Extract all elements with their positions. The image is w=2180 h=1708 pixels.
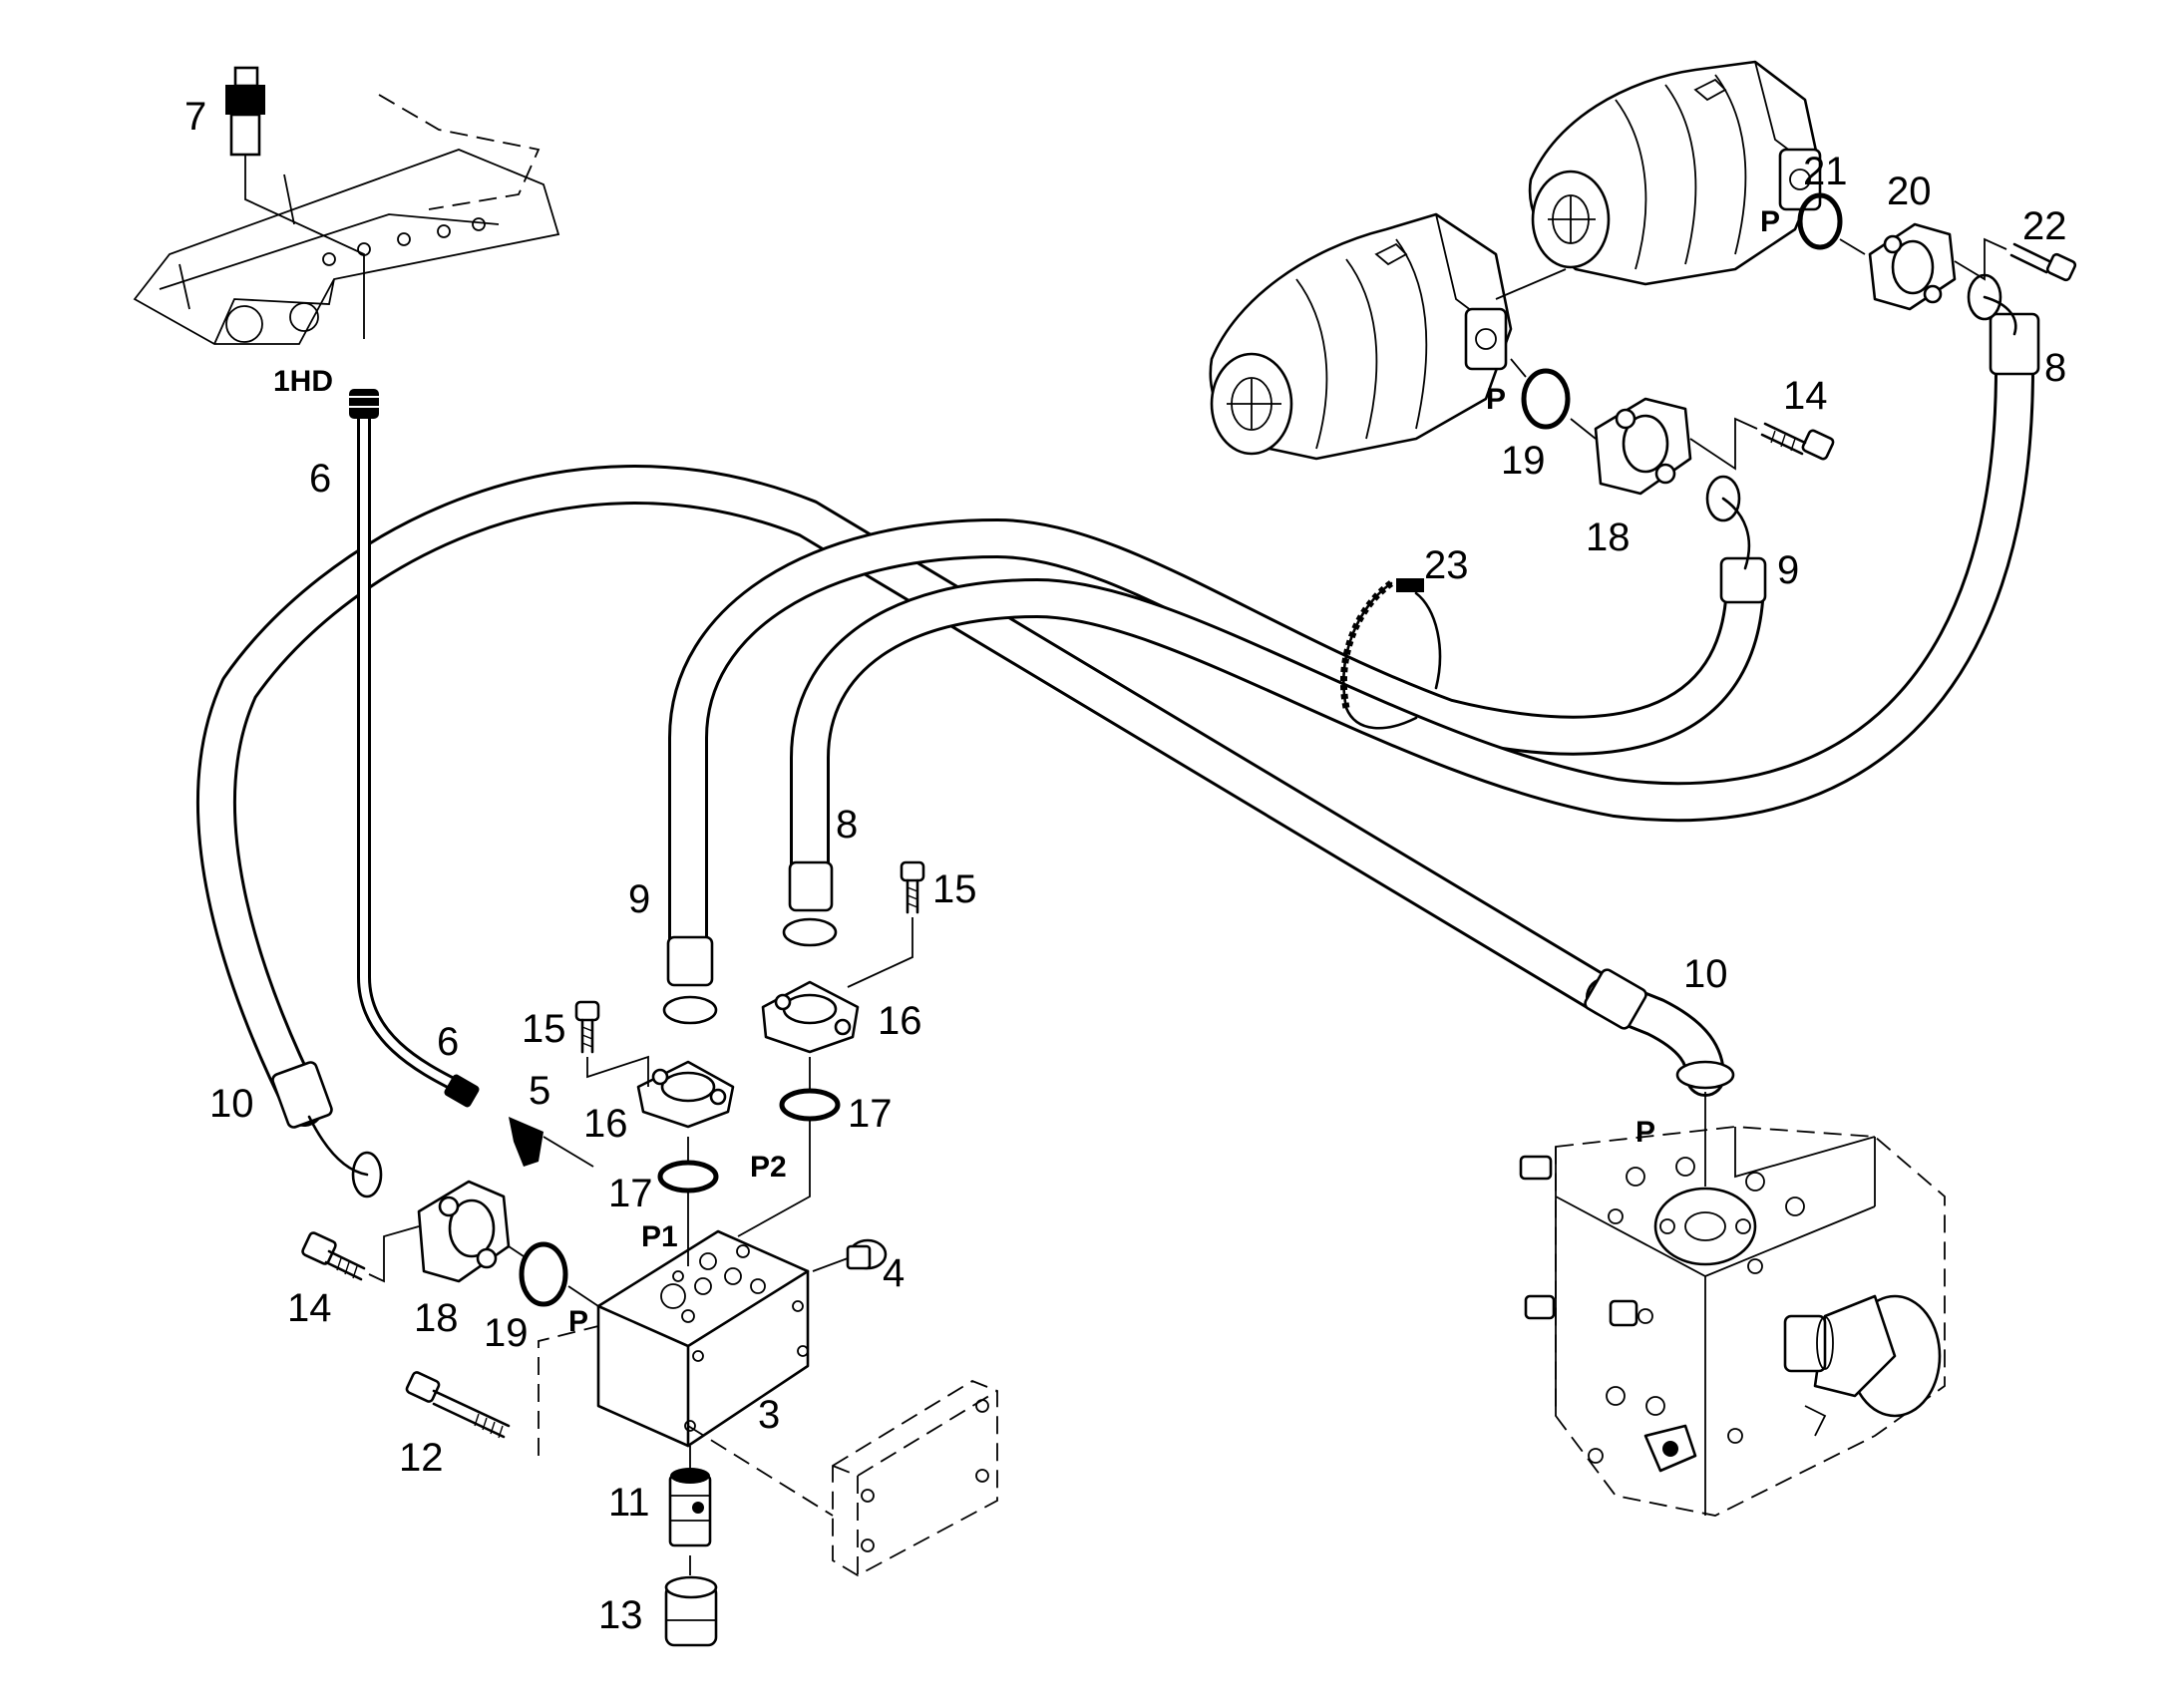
label-22: 22: [2022, 204, 2067, 248]
hose-8-lower: [790, 349, 2034, 897]
label-12: 12: [399, 1436, 444, 1480]
o-ring-17-right: [737, 1057, 841, 1237]
plug-4: [812, 1238, 888, 1272]
label-23: 23: [1424, 543, 1469, 587]
pressure-sensor-7: [225, 66, 365, 339]
part-labels: 3 4 5 6 6 7 8 8 9 9 10 10 11 12 13 14 14…: [184, 95, 2067, 1637]
label-5: 5: [529, 1069, 550, 1113]
mounting-bracket: [133, 94, 560, 345]
bolt-14-lower: [301, 1225, 420, 1283]
label-6-lower: 6: [437, 1020, 459, 1064]
hose-9-lower: [668, 518, 1765, 967]
label-10-right: 10: [1683, 952, 1728, 996]
label-14-lower: 14: [287, 1286, 332, 1330]
label-18-lower: 18: [414, 1296, 459, 1340]
label-14-upper: 14: [1783, 374, 1828, 418]
support-plate: [687, 1379, 998, 1577]
o-ring-19-lower: [508, 1241, 599, 1307]
label-4: 4: [883, 1251, 905, 1295]
label-16-right: 16: [878, 999, 922, 1043]
o-ring-19-upper: [1510, 358, 1597, 440]
flange-clamp-16-left: [636, 1060, 735, 1129]
label-18-upper: 18: [1586, 515, 1631, 559]
port-labels: 1HD P1 P2 P P P P: [273, 205, 1780, 1338]
label-9-upper: 9: [1777, 548, 1799, 592]
bolt-15-right: [847, 860, 925, 988]
label-8-lower: 8: [836, 803, 858, 847]
fitting-6-upper: [349, 389, 379, 419]
port-label-p-pump2: P: [1760, 205, 1780, 238]
label-15-right: 15: [932, 867, 977, 911]
port-label-1hd: 1HD: [273, 365, 333, 398]
pilot-line-6: [357, 397, 466, 1094]
label-9-lower: 9: [628, 877, 650, 921]
hydraulic-pump-2: [1495, 60, 1822, 300]
label-15-left: 15: [522, 1007, 566, 1051]
flange-clamp-18-lower: [417, 1180, 511, 1283]
flange-clamp-16-right: [761, 980, 860, 1054]
label-11: 11: [608, 1481, 650, 1525]
hydraulic-pump-1: [1209, 212, 1513, 461]
cartridge-valve-11: [668, 1446, 712, 1547]
bolt-15-left: [574, 1000, 649, 1087]
port-label-p-valve: P: [1635, 1116, 1655, 1149]
label-3: 3: [758, 1393, 780, 1437]
port-label-p2: P2: [750, 1151, 787, 1184]
port-label-p-block: P: [568, 1305, 588, 1338]
label-17-right: 17: [848, 1092, 893, 1136]
o-ring-17-left: [657, 1137, 719, 1266]
flange-clamp-20: [1868, 222, 1957, 311]
label-8-upper: 8: [2044, 346, 2066, 390]
fitting-6-lower: [444, 1074, 480, 1108]
manifold-block-3: [596, 1229, 810, 1448]
plug-13: [664, 1555, 718, 1647]
bolt-22: [1954, 237, 2077, 282]
label-6-upper: 6: [309, 457, 331, 501]
hose-10-left: [195, 465, 1626, 1127]
bolt-12: [405, 1325, 599, 1456]
flange-clamp-18-upper: [1594, 397, 1692, 496]
label-10-left: 10: [209, 1082, 254, 1126]
elbow-5: [509, 1117, 594, 1168]
hose-end-fittings: [271, 273, 2040, 1198]
label-19-lower: 19: [484, 1311, 529, 1355]
label-16-left: 16: [583, 1102, 628, 1146]
label-19-upper: 19: [1501, 439, 1546, 483]
hose-clamp-23: [1339, 578, 1442, 730]
label-21: 21: [1803, 150, 1848, 193]
port-label-p-pump1: P: [1486, 383, 1506, 416]
label-13: 13: [598, 1593, 643, 1637]
label-7: 7: [184, 95, 206, 139]
o-ring-21: [1797, 192, 1866, 255]
port-label-p1: P1: [641, 1220, 678, 1253]
label-17-left: 17: [608, 1172, 653, 1215]
label-20: 20: [1887, 170, 1932, 213]
bolt-14-upper: [1689, 417, 1835, 471]
control-valve-block: [1519, 1126, 1946, 1517]
